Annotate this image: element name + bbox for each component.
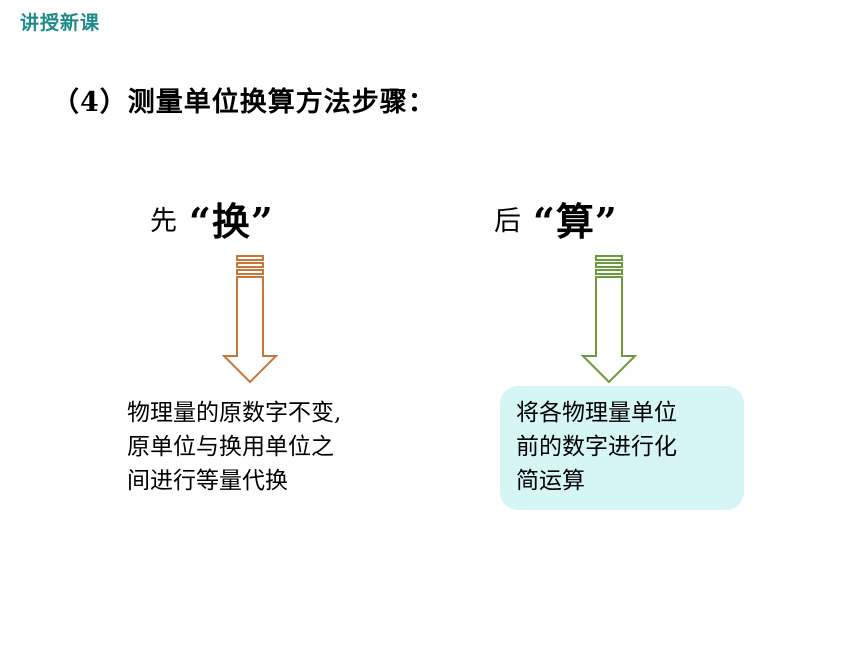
step-convert-label: 先 “换” (150, 188, 274, 248)
down-arrow-icon (580, 255, 638, 384)
description-line: 间进行等量代换 (127, 468, 288, 494)
step-prefix: 后 (494, 205, 521, 237)
page-title: （4）测量单位换算方法步骤： (52, 87, 436, 118)
description-line: 将各物理量单位 (516, 400, 677, 426)
down-arrow-icon (221, 255, 279, 384)
description-line: 物理量的原数字不变, (127, 400, 342, 426)
step-convert-description: 物理量的原数字不变, 原单位与换用单位之 间进行等量代换 (127, 396, 417, 498)
step-prefix: 先 (150, 205, 177, 237)
description-line: 前的数字进行化 (516, 434, 677, 460)
step-calculate-label: 后 “算” (494, 188, 618, 248)
description-line: 简运算 (516, 468, 585, 494)
step-keyword: “算” (533, 198, 618, 244)
description-line: 原单位与换用单位之 (127, 434, 334, 460)
step-calculate-description-box: 将各物理量单位 前的数字进行化 简运算 (500, 386, 744, 510)
step-keyword: “换” (189, 198, 274, 244)
section-tag: 讲授新课 (20, 12, 101, 34)
